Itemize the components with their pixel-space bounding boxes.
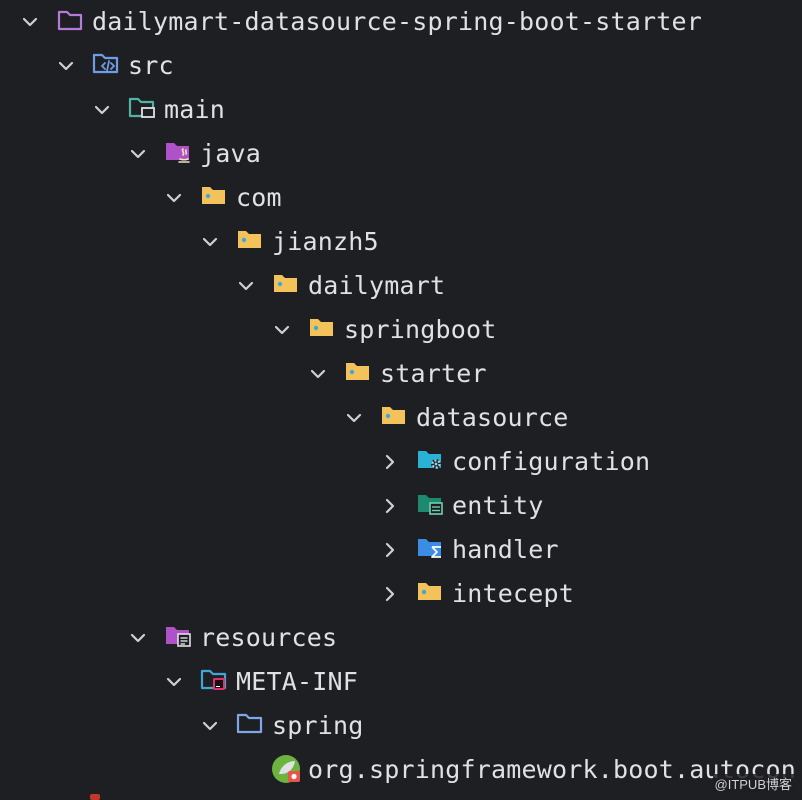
package-folder-icon [236, 226, 268, 258]
tree-row-spring[interactable]: spring [0, 704, 802, 748]
chevron-down-icon[interactable] [120, 616, 156, 660]
main-folder-icon [128, 94, 160, 126]
chevron-right-icon[interactable] [372, 484, 408, 528]
java-source-folder-icon [164, 138, 196, 170]
tree-label-root: dailymart-datasource-spring-boot-starter [92, 7, 703, 36]
tree-row-src[interactable]: src [0, 44, 802, 88]
tree-label-resources: resources [200, 623, 338, 652]
tree-label-dailymart: dailymart [308, 271, 446, 300]
package-folder-icon [344, 358, 376, 390]
package-folder-icon [200, 182, 232, 214]
chevron-down-icon[interactable] [156, 176, 192, 220]
tree-label-meta-inf: META-INF [236, 667, 359, 696]
chevron-down-icon[interactable] [192, 220, 228, 264]
tree-label-handler: handler [452, 535, 559, 564]
handler-folder-icon [416, 534, 448, 566]
tree-row-entity[interactable]: entity [0, 484, 802, 528]
tree-row-main[interactable]: main [0, 88, 802, 132]
chevron-down-icon[interactable] [192, 704, 228, 748]
tree-row-resources[interactable]: resources [0, 616, 802, 660]
chevron-down-icon[interactable] [264, 308, 300, 352]
tree-row-handler[interactable]: handler [0, 528, 802, 572]
tree-row-intecept[interactable]: intecept [0, 572, 802, 616]
config-folder-icon [416, 446, 448, 478]
tree-row-meta-inf[interactable]: META-INF [0, 660, 802, 704]
chevron-down-icon[interactable] [84, 88, 120, 132]
tree-label-entity: entity [452, 491, 544, 520]
package-folder-icon [380, 402, 412, 434]
chevron-down-icon[interactable] [228, 264, 264, 308]
tree-label-src: src [128, 51, 174, 80]
tree-label-main: main [164, 95, 226, 124]
tree-row-jianzh5[interactable]: jianzh5 [0, 220, 802, 264]
chevron-right-icon[interactable] [372, 528, 408, 572]
tree-label-datasource: datasource [416, 403, 569, 432]
tree-label-spring: spring [272, 711, 364, 740]
tree-row-starter[interactable]: starter [0, 352, 802, 396]
plain-folder-icon [236, 710, 268, 742]
tree-row-dailymart[interactable]: dailymart [0, 264, 802, 308]
tree-row-configuration[interactable]: configuration [0, 440, 802, 484]
chevron-right-icon[interactable] [372, 572, 408, 616]
chevron-down-icon[interactable] [300, 352, 336, 396]
chevron-down-icon[interactable] [48, 44, 84, 88]
tree-label-jianzh5: jianzh5 [272, 227, 379, 256]
chevron-down-icon[interactable] [120, 132, 156, 176]
meta-inf-folder-icon [200, 666, 232, 698]
package-folder-icon [416, 578, 448, 610]
chevron-down-icon[interactable] [12, 0, 48, 44]
tree-label-java: java [200, 139, 262, 168]
chevron-down-icon[interactable] [336, 396, 372, 440]
chevron-right-icon[interactable] [372, 440, 408, 484]
package-folder-icon [308, 314, 340, 346]
package-folder-icon [272, 270, 304, 302]
tree-row-datasource[interactable]: datasource [0, 396, 802, 440]
chevron-down-icon[interactable] [156, 660, 192, 704]
tree-label-com: com [236, 183, 282, 212]
tree-row-root[interactable]: dailymart-datasource-spring-boot-starter [0, 0, 802, 44]
spring-file-icon [270, 752, 304, 786]
tree-row-java[interactable]: java [0, 132, 802, 176]
watermark: @ITPUB博客 [712, 774, 794, 793]
tree-row-com[interactable]: com [0, 176, 802, 220]
resources-folder-icon [164, 622, 196, 654]
module-folder-icon [56, 6, 88, 38]
tree-label-intecept: intecept [452, 579, 575, 608]
tree-row-springboot[interactable]: springboot [0, 308, 802, 352]
tree-label-starter: starter [380, 359, 487, 388]
source-root-icon [92, 50, 124, 82]
partial-row-marker [90, 794, 100, 800]
entity-folder-icon [416, 490, 448, 522]
tree-row-autoconfig-file[interactable]: org.springframework.boot.autoconfigure.A… [0, 748, 802, 792]
tree-label-springboot: springboot [344, 315, 497, 344]
tree-label-configuration: configuration [452, 447, 651, 476]
